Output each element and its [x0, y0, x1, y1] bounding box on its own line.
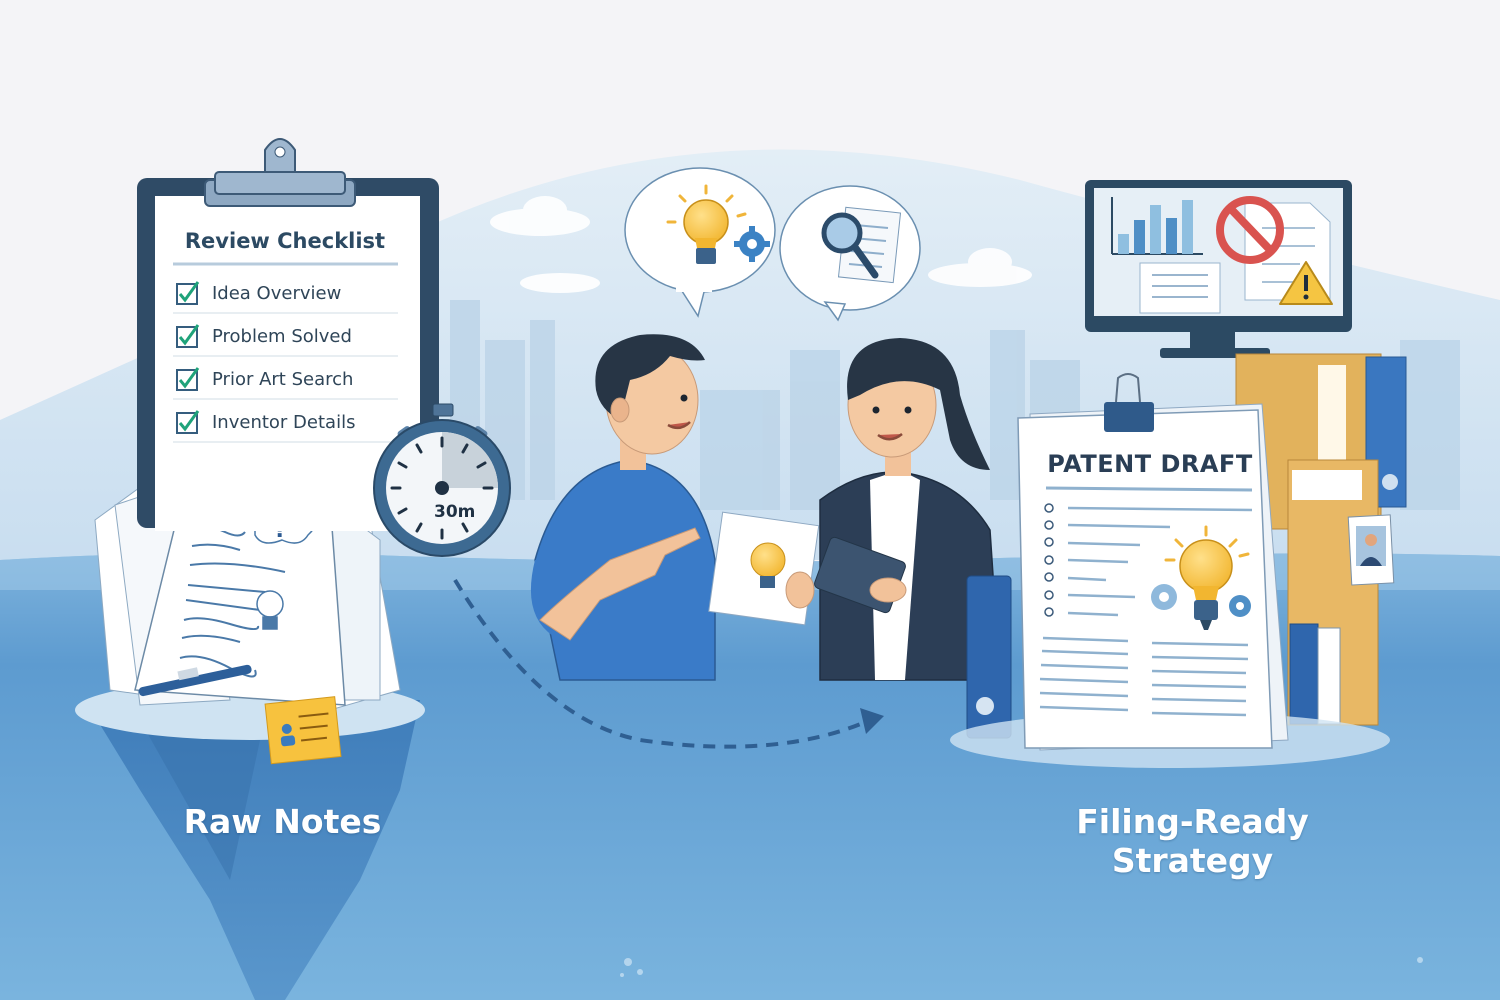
water-sparkles	[620, 957, 1423, 977]
patent-draft-document	[950, 373, 1390, 768]
speech-bubble-search	[779, 185, 921, 322]
analytics-monitor	[1085, 180, 1352, 358]
caption-filing-ready-strategy: Filing-Ready Strategy	[1076, 802, 1309, 880]
bar-chart-icon	[1111, 197, 1203, 255]
checklist-item-inventor-details: Inventor Details	[212, 412, 356, 433]
warning-icon	[1279, 261, 1333, 305]
stopwatch-icon	[373, 403, 511, 557]
idea-card	[708, 511, 820, 626]
magnifier-icon	[821, 212, 879, 279]
prohibited-icon	[1216, 196, 1284, 264]
gear-icon	[734, 226, 770, 262]
checkbox-icons	[176, 281, 200, 434]
lightbulb-icon	[1164, 525, 1250, 630]
pen-icon	[138, 664, 252, 697]
gear-icon	[1151, 584, 1251, 617]
progress-arrow	[453, 578, 871, 749]
inventor-person	[530, 334, 716, 681]
lightbulb-icon	[666, 184, 747, 264]
patent-attorney-person	[814, 338, 1001, 681]
speech-bubble-idea	[624, 167, 776, 318]
timer-label: 30m	[434, 502, 476, 522]
caption-raw-notes: Raw Notes	[183, 802, 382, 841]
checklist-item-idea-overview: Idea Overview	[212, 283, 342, 304]
binder	[966, 575, 1012, 739]
patent-draft-title: PATENT DRAFT	[1047, 450, 1253, 478]
lightbulb-sketch-icon	[256, 590, 284, 630]
checklist-item-problem-solved: Problem Solved	[212, 326, 352, 347]
document-stack-icon	[1139, 262, 1221, 314]
photo-id-card	[1347, 514, 1395, 586]
sticky-note-icon	[264, 696, 342, 765]
checklist-title: Review Checklist	[184, 229, 386, 253]
iceberg	[85, 700, 420, 1000]
checklist-item-prior-art-search: Prior Art Search	[212, 369, 354, 390]
draft-bullets	[1044, 503, 1054, 617]
